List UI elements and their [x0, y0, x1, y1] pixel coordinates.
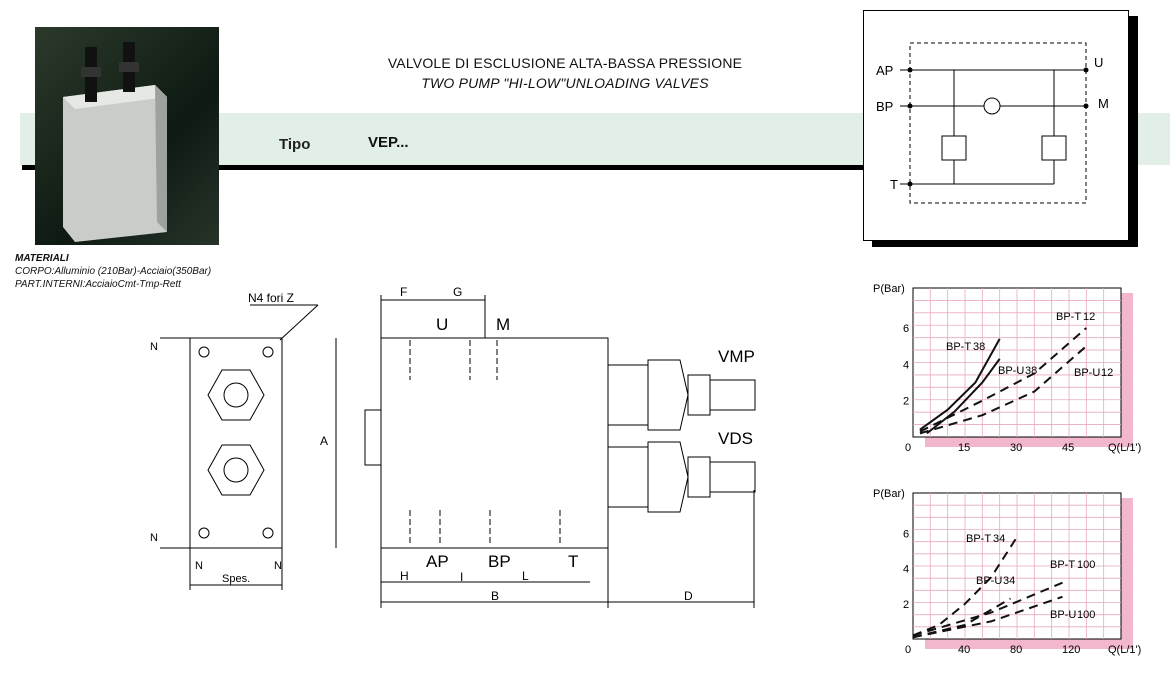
- dim-spes: Spes.: [222, 573, 250, 585]
- materials: MATERIALI CORPO:Alluminio (210Bar)-Accia…: [15, 252, 211, 291]
- y-tick-label: 6: [903, 323, 909, 335]
- x-tick-label: 40: [958, 644, 970, 656]
- y-tick-label: 4: [903, 564, 909, 576]
- port-bp: BP: [876, 99, 893, 114]
- series-size-label: 12: [1083, 311, 1095, 323]
- x-tick-label: 80: [1010, 644, 1022, 656]
- valve-block-image: [63, 42, 167, 242]
- tipo-label: Tipo: [279, 136, 311, 153]
- y-tick-label: 6: [903, 528, 909, 540]
- y-tick-label: 2: [903, 599, 909, 611]
- series-name-label: BP-T: [946, 341, 971, 353]
- series-bp-t-12: [919, 327, 1087, 433]
- materials-internals: PART.INTERNI:AcciaioCmt-Tmp-Rett: [15, 279, 181, 290]
- series-name-label: BP-T: [966, 533, 991, 545]
- series-size-label: 12: [1101, 367, 1113, 379]
- dim-g: G: [453, 285, 462, 299]
- materials-heading: MATERIALI: [15, 253, 69, 264]
- port-label-t: T: [568, 552, 578, 571]
- port-m: M: [1098, 96, 1109, 111]
- chart-shadow: [1121, 293, 1133, 447]
- series-size-label: 100: [1077, 609, 1095, 621]
- series-bp-u-12: [919, 345, 1087, 435]
- dimension-drawing: N4 fori Z N N N N Spes. A F G H I L B D …: [150, 285, 756, 608]
- dim-b: B: [491, 589, 499, 603]
- x-tick-label: 120: [1062, 644, 1080, 656]
- chart-shadow: [925, 639, 1133, 649]
- dim-l: L: [522, 569, 529, 583]
- dim-n-top: N: [150, 341, 158, 353]
- port-label-bp: BP: [488, 552, 511, 571]
- x-tick-label: 30: [1010, 442, 1022, 454]
- fitting-vmp: VMP: [718, 347, 755, 366]
- port-label-m: M: [496, 315, 510, 334]
- materials-body: CORPO:Alluminio (210Bar)-Acciaio(350Bar): [15, 266, 212, 277]
- title-italian: VALVOLE DI ESCLUSIONE ALTA-BASSA PRESSIO…: [387, 55, 743, 71]
- series-size-label: 38: [973, 341, 985, 353]
- series-name-label: BP-T: [1056, 311, 1081, 323]
- port-u: U: [1094, 55, 1103, 70]
- series-name-label: BP-U: [998, 365, 1024, 377]
- port-t: T: [890, 177, 898, 192]
- series-bp-t-38: [919, 338, 1001, 431]
- x-tick-label: 45: [1062, 442, 1074, 454]
- y-tick-label: 2: [903, 396, 909, 408]
- holes-label: N4 fori Z: [248, 291, 294, 305]
- port-label-u: U: [436, 315, 448, 334]
- hydraulic-schematic: AP BP T U M: [863, 10, 1129, 241]
- x-axis-label: Q(L/1'): [1108, 442, 1141, 454]
- series-name-label: BP-U: [1050, 609, 1076, 621]
- series-size-label: 34: [1003, 575, 1015, 587]
- series-bp-t-100: [912, 581, 1063, 637]
- series-size-label: 34: [993, 533, 1005, 545]
- x-tick-label: 0: [905, 442, 911, 454]
- header-rule: [22, 165, 864, 170]
- series-bp-u-100: [912, 595, 1063, 639]
- y-tick-label: 4: [903, 359, 909, 371]
- x-axis-label: Q(L/1'): [1108, 644, 1141, 656]
- y-axis-label: P(Bar): [873, 488, 905, 500]
- chart-shadow: [1121, 498, 1133, 649]
- dim-d: D: [684, 589, 693, 603]
- series-name-label: BP-U: [1074, 367, 1100, 379]
- chart-shadow: [925, 437, 1133, 447]
- valve-photo: [35, 27, 219, 245]
- tipo-value: VEP...: [368, 134, 409, 151]
- dim-f: F: [400, 285, 407, 299]
- port-ap: AP: [876, 63, 893, 78]
- series-bp-t-34: [912, 536, 1018, 637]
- series-size-label: 100: [1077, 559, 1095, 571]
- dim-n-bottom: N: [150, 532, 158, 544]
- series-name-label: BP-T: [1050, 559, 1075, 571]
- series-bp-u-38: [926, 358, 1001, 435]
- dim-a: A: [320, 434, 328, 448]
- x-tick-label: 15: [958, 442, 970, 454]
- dim-h: H: [400, 569, 409, 583]
- dim-i: I: [460, 570, 463, 584]
- dim-n-right: N: [274, 560, 282, 572]
- dim-n-left: N: [195, 560, 203, 572]
- port-label-ap: AP: [426, 552, 449, 571]
- fitting-vds: VDS: [718, 429, 753, 448]
- y-axis-label: P(Bar): [873, 283, 905, 295]
- title-english: TWO PUMP "HI-LOW"UNLOADING VALVES: [421, 75, 709, 91]
- x-tick-label: 0: [905, 644, 911, 656]
- series-name-label: BP-U: [976, 575, 1002, 587]
